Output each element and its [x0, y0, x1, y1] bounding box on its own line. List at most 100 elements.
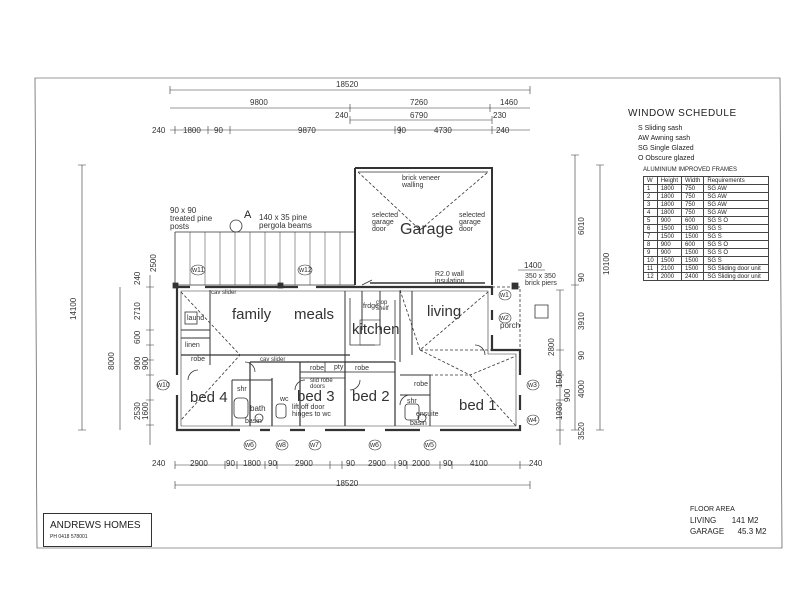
- table-cell: 750: [681, 208, 705, 217]
- table-cell: SG AW: [703, 192, 770, 201]
- dim-left-2710: 2710: [133, 302, 142, 320]
- dim-left-8000: 8000: [107, 352, 116, 370]
- table-cell: 1500: [656, 256, 683, 265]
- table-header-row: W Height Width Requirements: [643, 176, 770, 185]
- table-cell: 8: [643, 240, 658, 249]
- dim-top-1800: 1800: [183, 126, 201, 135]
- room-robe-bed4: robe: [191, 356, 206, 363]
- dim-left-900-b: 900: [141, 356, 150, 370]
- table-cell: 750: [681, 200, 705, 209]
- room-shr-ensuite: shr: [407, 398, 417, 405]
- table-cell: 900: [656, 216, 683, 225]
- room-porch: porch: [500, 321, 521, 330]
- table-cell: SG S: [703, 232, 770, 241]
- table-cell: 2100: [656, 264, 683, 273]
- table-cell: 1500: [656, 224, 683, 233]
- table-cell: 900: [656, 248, 683, 257]
- window-tag-w8: w8: [277, 442, 286, 449]
- window-tag-w1: w1: [500, 292, 509, 299]
- window-tag-w10: w10: [157, 382, 170, 389]
- window-schedule-caption: ALUMINIUM IMPROVED FRAMES: [643, 167, 738, 173]
- window-tags: [156, 264, 540, 451]
- room-kitchen: kitchen: [352, 321, 400, 338]
- floor-area-block: FLOOR AREA LIVING 141 M2 GARAGE 45.3 M2: [690, 504, 766, 537]
- company-name: ANDREWS HOMES: [50, 520, 141, 531]
- dim-bottom-240-b: 240: [529, 459, 543, 468]
- room-bed-1: bed 1: [459, 397, 497, 414]
- pergola-beams: [189, 232, 341, 285]
- note-cav-slider-hall: cav slider: [260, 357, 286, 363]
- note-pergola-beams: 140 x 35 pine pergola beams: [259, 213, 312, 230]
- table-cell: SG AW: [703, 200, 770, 209]
- window-tag-w11: w11: [192, 267, 205, 274]
- window-schedule-title: WINDOW SCHEDULE: [628, 108, 737, 119]
- dim-top-9870: 9870: [298, 126, 316, 135]
- dim-left-1600: 1600: [141, 402, 150, 420]
- legend-obscure: O Obscure glazed: [638, 155, 695, 162]
- note-garage-door-right: selected garage door: [459, 212, 486, 233]
- room-family: family: [232, 306, 272, 323]
- dim-right-3910: 3910: [577, 312, 586, 330]
- legend-single-glazed: SG Single Glazed: [638, 145, 694, 152]
- dim-left-240: 240: [133, 271, 142, 285]
- window-tag-w5: w5: [425, 442, 434, 449]
- table-cell: SG S: [703, 224, 770, 233]
- dim-top-240-c: 240: [496, 126, 510, 135]
- floor-area-garage-value: 45.3 M2: [737, 527, 767, 536]
- legend-awning: AW Awning sash: [638, 135, 691, 142]
- table-cell: 1800: [656, 192, 683, 201]
- floor-area-heading: FLOOR AREA: [690, 506, 735, 513]
- dim-bottom-2000: 2000: [412, 459, 430, 468]
- dim-bottom-overall: 18520: [336, 479, 359, 488]
- table-cell: 2: [643, 192, 658, 201]
- table-cell: 750: [681, 184, 705, 193]
- note-pergola-posts: 90 x 90 treated pine posts: [170, 206, 213, 231]
- table-cell: 3: [643, 200, 658, 209]
- dim-top-overall: 18520: [336, 80, 359, 89]
- col-w: W: [643, 176, 658, 185]
- window-schedule: WINDOW SCHEDULE S Sliding sash AW Awning…: [628, 108, 737, 162]
- room-meals: meals: [294, 306, 335, 323]
- table-cell: 9: [643, 248, 658, 257]
- window-tag-w3: w3: [528, 382, 537, 389]
- floor-area-garage-label: GARAGE: [690, 527, 725, 536]
- dim-right-6010: 6010: [577, 217, 586, 235]
- window-tag-w12: w12: [299, 267, 312, 274]
- table-cell: SG AW: [703, 208, 770, 217]
- table-cell: 1800: [656, 184, 683, 193]
- note-wall-insulation: R2.0 wall insulation: [435, 271, 465, 285]
- dim-left-14100: 14100: [69, 297, 78, 320]
- dim-right-90-b: 90: [577, 351, 586, 360]
- room-bed-3: bed 3: [297, 388, 335, 405]
- dim-top-4730: 4730: [434, 126, 452, 135]
- dim-bottom-90-c: 90: [346, 459, 355, 468]
- window-tag-w6-right: w6: [370, 442, 379, 449]
- dim-top-240-b: 240: [335, 111, 349, 120]
- table-cell: 7: [643, 232, 658, 241]
- room-living: living: [427, 303, 462, 320]
- dim-right-3520: 3520: [577, 422, 586, 440]
- table-cell: 600: [681, 216, 705, 225]
- dim-bottom-90-e: 90: [443, 459, 452, 468]
- window-tag-w6: w6: [245, 442, 254, 449]
- note-brick-piers: 350 x 350 brick piers: [525, 273, 557, 287]
- room-ensuite: ensuite: [416, 411, 439, 418]
- room-bath: bath: [250, 404, 266, 413]
- dim-right-900: 900: [563, 388, 572, 402]
- table-cell: 1500: [681, 224, 705, 233]
- room-pantry: pty: [334, 364, 344, 371]
- note-cav-slider-laundry: cav slider: [211, 290, 237, 296]
- section-marker: [229, 219, 243, 233]
- table-cell: SG S O: [703, 216, 770, 225]
- dim-bottom-90: 90: [226, 459, 235, 468]
- table-cell: 5: [643, 216, 658, 225]
- dim-bottom-2900-b: 2900: [295, 459, 313, 468]
